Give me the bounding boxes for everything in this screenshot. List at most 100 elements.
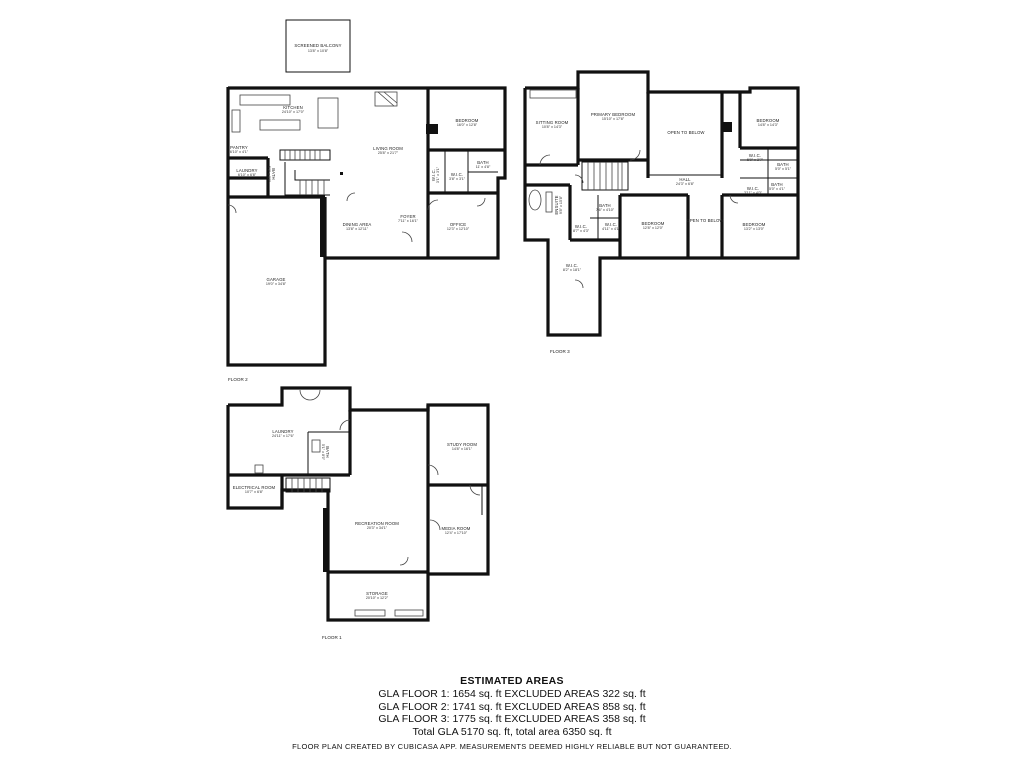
room-dimension: 8'7" x 4'3": [573, 229, 590, 233]
room-dimension: 9'8" x 15'8": [559, 195, 563, 214]
room-name: HALL: [679, 177, 691, 182]
floor-3-doors: [539, 149, 739, 289]
room-dimension: 20'10" x 12'2": [366, 596, 389, 600]
room-name: BATH: [325, 446, 330, 458]
floor-1-doors: [299, 389, 481, 566]
room-name: FOYER: [400, 214, 415, 219]
area-line: GLA FLOOR 3: 1775 sq. ft EXCLUDED AREAS …: [378, 713, 646, 725]
room-dimension: 7'6" x 4'10": [596, 208, 615, 212]
room-name: W.I.C.: [749, 153, 761, 158]
room-dimension: 5'0" x 5'1": [775, 167, 792, 171]
floor-label: FLOOR 3: [550, 349, 570, 354]
room-dimension: 13'8" x 10'8": [308, 49, 329, 53]
room-dimension: 5'8" x 3'0": [267, 166, 271, 183]
room-dimension: 12'3" x 12'10": [447, 227, 470, 231]
room-name: BATH: [271, 168, 276, 180]
floor-label: FLOOR 2: [228, 377, 248, 382]
recreation-solid-wall: [323, 508, 329, 572]
room-dimension: 24'3" x 6'8": [676, 182, 695, 186]
room-labels: SCREENED BALCONY 13'8" x 10'8" KITCHEN 2…: [228, 43, 792, 640]
room-name: PRIMARY BEDROOM: [591, 112, 636, 117]
floor-3-plan: [523, 70, 800, 337]
room-name: W.I.C.: [575, 224, 587, 229]
room-dimension: 14'8" x 14'3": [758, 123, 779, 127]
floor-1-stairs: [285, 477, 331, 493]
room-dimension: 13'8" x 12'11": [346, 227, 369, 231]
floor-1-outer-wall: [226, 386, 490, 622]
floor-2-stairs: [279, 149, 331, 196]
room-name: LIVING ROOM: [373, 146, 403, 151]
room-dimension: 24'10" x 17'0": [282, 110, 305, 114]
floor-3-fixtures: [528, 89, 732, 213]
room-name: SITTING ROOM: [536, 120, 569, 125]
room-name: PANTRY: [230, 145, 248, 150]
room-dimension: 5'1" x 8'0": [321, 444, 325, 461]
estimated-areas-title: ESTIMATED AREAS: [460, 675, 564, 687]
room-dimension: 6'10" x 6'8": [238, 173, 257, 177]
room-name: BEDROOM: [456, 118, 479, 123]
room-dimension: 3'8" x 3'1": [449, 177, 466, 181]
room-dimension: 13'2" x 13'0": [744, 227, 765, 231]
room-name: DINING AREA: [343, 222, 372, 227]
room-dimension: 25'8" x 21'7": [378, 151, 399, 155]
kitchen-fixtures: [231, 91, 438, 175]
floor-label: FLOOR 1: [322, 635, 342, 640]
room-dimension: 8'2" x 18'1": [563, 268, 582, 272]
area-total-line: Total GLA 5170 sq. ft, total area 6350 s…: [412, 725, 612, 738]
balcony-outline: [285, 19, 351, 73]
room-name: ENSUITE: [554, 195, 559, 214]
room-name: W.I.C.: [747, 186, 759, 191]
room-dimension: 12'8" x 12'0": [643, 226, 664, 230]
room-dimension: 3'1" x 3'1": [436, 166, 440, 183]
room-name: BATH: [777, 162, 789, 167]
room-dimension: 7'11" x 16'1": [398, 219, 419, 223]
room-dimension: 16'0" x 12'8": [457, 123, 478, 127]
room-name: W.I.C.: [431, 169, 436, 181]
floor-2-outer-wall: [226, 86, 507, 367]
room-name: W.I.C.: [605, 222, 617, 227]
room-name: BEDROOM: [757, 118, 780, 123]
room-name: W.I.C.: [566, 263, 578, 268]
area-line: GLA FLOOR 2: 1741 sq. ft EXCLUDED AREAS …: [378, 700, 646, 713]
dining-solid-wall: [320, 197, 325, 257]
room-name: BATH: [771, 182, 783, 187]
room-dimension: 12'4" x 17'10": [445, 531, 468, 535]
room-dimension: 5'0" x 3'7": [747, 158, 764, 162]
room-dimension: 5'0" x 4'1": [769, 187, 786, 191]
room-name: BEDROOM: [743, 222, 766, 227]
room-dimension: 10'7" x 6'8": [245, 490, 264, 494]
room-name: OPEN TO BELOW: [667, 130, 705, 135]
room-dimension: 14'8" x 16'1": [452, 447, 473, 451]
room-name: ELECTRICAL ROOM: [233, 485, 276, 490]
room-dimension: 20'3" x 34'1": [367, 526, 388, 530]
room-dimension: 15'10" x 17'8": [602, 117, 625, 121]
floor-1-plan: [226, 386, 490, 622]
room-name: RECREATION ROOM: [355, 521, 399, 526]
room-dimension: 6'10" x 4'1": [230, 150, 249, 154]
disclaimer: FLOOR PLAN CREATED BY CUBICASA APP. MEAS…: [292, 742, 732, 751]
room-dimension: 24'11" x 17'6": [272, 434, 295, 438]
room-dimension: 11' x 4'8": [476, 165, 491, 169]
room-name: BEDROOM: [642, 221, 665, 226]
room-dimension: 10'8" x 14'3": [542, 125, 563, 129]
room-name: OPEN TO BELOW: [686, 218, 724, 223]
room-name: STORAGE: [366, 591, 388, 596]
room-name: KITCHEN: [283, 105, 303, 110]
room-name: W.I.C.: [451, 172, 463, 177]
floor-3-outer-wall: [523, 70, 800, 337]
room-dimension: 4'11" x 4'1": [602, 227, 621, 231]
floor-1-fixtures: [254, 439, 424, 617]
room-dimension: 19'0" x 34'8": [266, 282, 287, 286]
room-name: MEDIA ROOM: [442, 526, 471, 531]
floor-3-stairs: [581, 161, 629, 191]
floor-2-doors: [227, 192, 486, 243]
floor-2-plan: [226, 19, 507, 367]
room-name: LAUNDRY: [272, 429, 293, 434]
room-dimension: 3'11" x 4'0": [744, 191, 763, 195]
room-name: SCREENED BALCONY: [294, 43, 341, 48]
room-name: BATH: [477, 160, 489, 165]
estimated-areas: ESTIMATED AREAS GLA FLOOR 1: 1654 sq. ft…: [0, 674, 1024, 738]
area-line: GLA FLOOR 1: 1654 sq. ft EXCLUDED AREAS …: [378, 688, 646, 700]
room-name: STUDY ROOM: [447, 442, 477, 447]
room-name: GARAGE: [267, 277, 286, 282]
